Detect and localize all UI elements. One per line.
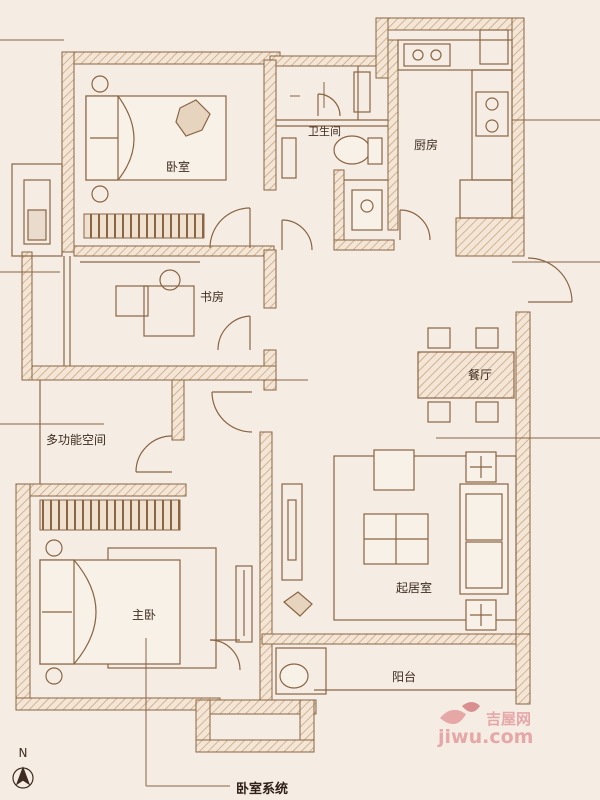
label-balcony: 阳台 (392, 670, 417, 684)
watermark-logo-icon (440, 702, 480, 725)
wall-balcony-top (261, 633, 531, 645)
door-bedroom (209, 207, 251, 249)
wall-bath-lower-left (333, 169, 345, 251)
door-entry (527, 257, 573, 303)
annotation-bedroom-system: 卧室系统 (236, 782, 289, 797)
thin-lines (11, 39, 517, 695)
study-furniture (80, 261, 200, 337)
wall-kitchen-left (387, 39, 399, 231)
wardrobe-bedroom (83, 213, 205, 239)
wardrobes (39, 213, 205, 531)
label-kitchen: 厨房 (414, 138, 439, 152)
compass-icon (12, 766, 34, 789)
bathroom-fixtures (279, 71, 383, 689)
wall-master-bottom (15, 697, 221, 711)
wall-multi-right (171, 379, 185, 441)
watermark-brand-cn: 吉屋网 (486, 710, 532, 728)
wall-bath-bottom (333, 239, 395, 251)
wall-bottom-stub-base (195, 739, 315, 753)
wall-study-right-top (263, 249, 277, 309)
wall-kitchen-left-top (375, 17, 389, 79)
leader-lines (0, 39, 600, 787)
walls (15, 17, 531, 753)
wall-top-kitchen (375, 17, 525, 31)
wall-bedroom-left (61, 51, 75, 253)
label-living: 起居室 (396, 581, 433, 595)
door-master (209, 639, 241, 671)
living-furniture (283, 449, 509, 631)
kitchen-fixtures (403, 29, 509, 137)
wall-master-left (15, 483, 31, 711)
wall-bedroom-right (263, 59, 277, 191)
label-master: 主卧 (132, 608, 157, 622)
watermark-brand-en: jiwu.com (438, 726, 534, 748)
doors (135, 93, 573, 671)
wall-kitchen-bottom (455, 217, 525, 257)
label-multi-space: 多功能空间 (46, 433, 107, 447)
wall-master-top (15, 483, 187, 497)
wall-corridor (259, 431, 273, 703)
compass-letter: N (18, 746, 28, 760)
wall-top-bath (269, 55, 381, 67)
beds (39, 75, 227, 685)
wall-top-bedroom (61, 51, 281, 65)
label-bathroom: 卫生间 (308, 125, 341, 138)
wall-balcony-right (515, 633, 531, 705)
wardrobe-master (39, 499, 181, 531)
label-bedroom: 卧室 (166, 160, 191, 174)
label-study: 书房 (200, 290, 225, 304)
wall-study-bottom (21, 365, 277, 381)
label-dining: 餐厅 (468, 368, 493, 382)
wall-left-outer (21, 251, 33, 381)
wall-balcony-bottom (195, 699, 317, 715)
wall-living-right (515, 311, 531, 645)
door-multi (135, 435, 173, 473)
door-study (217, 315, 251, 351)
wall-study-top (73, 245, 275, 257)
dining-set (417, 327, 515, 423)
